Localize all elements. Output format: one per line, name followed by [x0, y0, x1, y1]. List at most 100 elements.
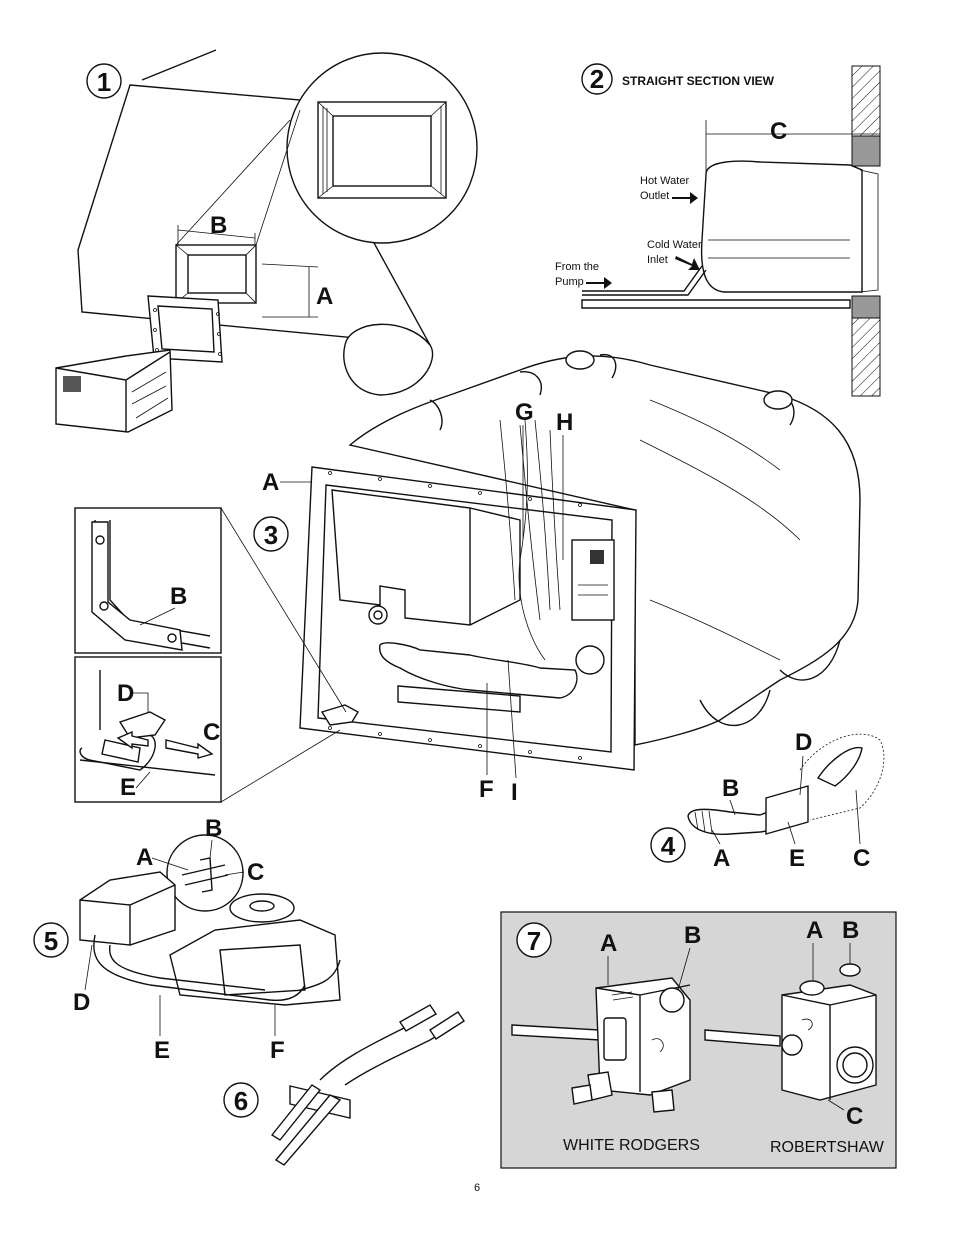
figure-2-title: STRAIGHT SECTION VIEW: [622, 74, 775, 88]
white-rodgers-knob: [659, 987, 685, 1013]
inset-connector-lines: [220, 507, 347, 803]
control-wiring: [499, 419, 561, 661]
cable-loop: [343, 323, 434, 396]
electrode-connector-2: [429, 1011, 465, 1040]
figure-1-label-b: B: [210, 212, 227, 239]
magnified-frame-inner: [332, 115, 432, 187]
inset-arrow-right: [165, 739, 214, 759]
figure-7-rs-label-c: C: [846, 1103, 863, 1130]
figure-5-burner-cap: [229, 893, 295, 923]
section-floor: [581, 299, 851, 309]
cold-water-inlet-label: Cold Water: [647, 239, 702, 251]
figure-5: 5 A B C D E F: [33, 815, 341, 1064]
figure-6: 6: [223, 1004, 465, 1166]
hot-water-outlet-label: Hot Water: [640, 175, 689, 187]
electrode-lead-1: [319, 1017, 426, 1081]
tank-fitting-right: [763, 390, 793, 410]
figure-2: 2 STRAIGHT SECTION VIEW C Hot Water Outl…: [555, 63, 881, 397]
figure-5-label-d: D: [73, 989, 90, 1016]
inlet-pipe: [582, 265, 707, 296]
inset-label-b: B: [170, 583, 187, 610]
figure-3-number-badge: [253, 516, 289, 552]
burner-flame-chamber: [799, 733, 885, 821]
figure-2-number: 2: [590, 64, 604, 94]
white-rodgers-caption: WHITE RODGERS: [563, 1137, 700, 1154]
figure-2-number-badge: [581, 63, 613, 95]
robertshaw-probe: [704, 1029, 781, 1047]
robertshaw-outlet: [836, 1046, 874, 1084]
figure-3-label-i: I: [511, 779, 518, 806]
figure-1-number-badge: [86, 63, 122, 99]
burner-cover: [331, 489, 471, 626]
figure-7-wr-label-b: B: [684, 922, 701, 949]
inset-label-d: D: [117, 680, 134, 707]
bottom-bracket: [320, 704, 359, 726]
figure-4-label-e: E: [789, 845, 805, 872]
inset-electrode-wire: [79, 734, 156, 771]
robertshaw-inlet: [781, 1034, 803, 1056]
figure-4-label-d: D: [795, 729, 812, 756]
figure-1: 1 B A: [55, 49, 478, 433]
robertshaw-caption: ROBERTSHAW: [770, 1139, 885, 1156]
figure-4-number-badge: [650, 827, 686, 863]
figure-4: 4 D B A E C: [650, 729, 885, 872]
figure-5-label-b: B: [205, 815, 222, 842]
gas-tubing: [378, 642, 578, 699]
figure-7-wr-label-a: A: [600, 930, 617, 957]
heater-tank-body: [348, 355, 861, 746]
mounting-flange: [147, 295, 223, 363]
figure-4-label-b: B: [722, 775, 739, 802]
figure-1-label-a: A: [316, 283, 333, 310]
hot-water-arrow: [672, 192, 698, 204]
figure-7-rs-label-b: B: [842, 917, 859, 944]
burner-base-plate: [397, 685, 521, 713]
burner-flame: [816, 746, 863, 787]
figure-3-label-f: F: [479, 776, 494, 803]
wall-opening-inner: [187, 254, 247, 294]
figure-7-number: 7: [527, 926, 541, 956]
cold-water-inlet-label-2: Inlet: [647, 254, 668, 266]
robertshaw-knob-b: [839, 963, 861, 977]
figure-3-label-h: H: [556, 409, 573, 436]
figure-4-label-c: C: [853, 845, 870, 872]
robertshaw-knob-a: [799, 980, 825, 996]
figure-3: 3 A G H: [74, 350, 861, 806]
figure-3-label-g: G: [515, 399, 534, 426]
electrode-connector-1: [399, 1004, 437, 1032]
figure-3-label-a: A: [262, 469, 279, 496]
figure-2-label-c: C: [770, 118, 787, 145]
electrode-rod-2: [274, 1094, 342, 1166]
burner-tube-fitting: [575, 645, 605, 675]
cold-water-arrow: [675, 256, 700, 270]
electrode-lead-2: [344, 1024, 456, 1086]
figure-5-label-e: E: [154, 1037, 170, 1064]
inset-label-e: E: [120, 774, 136, 801]
page-number: 6: [474, 1182, 480, 1194]
figure-5-label-a: A: [136, 844, 153, 871]
figure-6-number: 6: [234, 1086, 248, 1116]
from-pump-arrow: [586, 277, 612, 289]
figure-4-label-a: A: [713, 845, 730, 872]
figure-7-number-badge: [516, 922, 552, 958]
figure-3-number: 3: [264, 520, 278, 550]
burner-bracket: [765, 785, 809, 835]
electrode-rod-1: [270, 1084, 322, 1141]
section-tank: [700, 160, 863, 293]
inset-arrow-left: [116, 730, 149, 750]
figure-7: 7 A B WHITE RODGERS A B C ROBERTSHAW: [500, 911, 897, 1169]
inset-label-c: C: [203, 719, 220, 746]
gas-valve-knob: [368, 605, 388, 625]
figure-5-magnifier: [166, 834, 244, 912]
figure-7-rs-label-a: A: [806, 917, 823, 944]
figure-5-label-c: C: [247, 859, 264, 886]
magnified-frame: [317, 101, 447, 199]
figure-1-number: 1: [97, 67, 111, 97]
tank-fitting-top: [565, 350, 595, 370]
figure-4-number: 4: [661, 831, 676, 861]
hot-water-outlet-label-2: Outlet: [640, 190, 669, 202]
figure-5-number-badge: [33, 922, 69, 958]
figure-6-number-badge: [223, 1082, 259, 1118]
white-rodgers-outlet: [651, 1089, 675, 1113]
heater-vent-grille: [63, 376, 81, 392]
